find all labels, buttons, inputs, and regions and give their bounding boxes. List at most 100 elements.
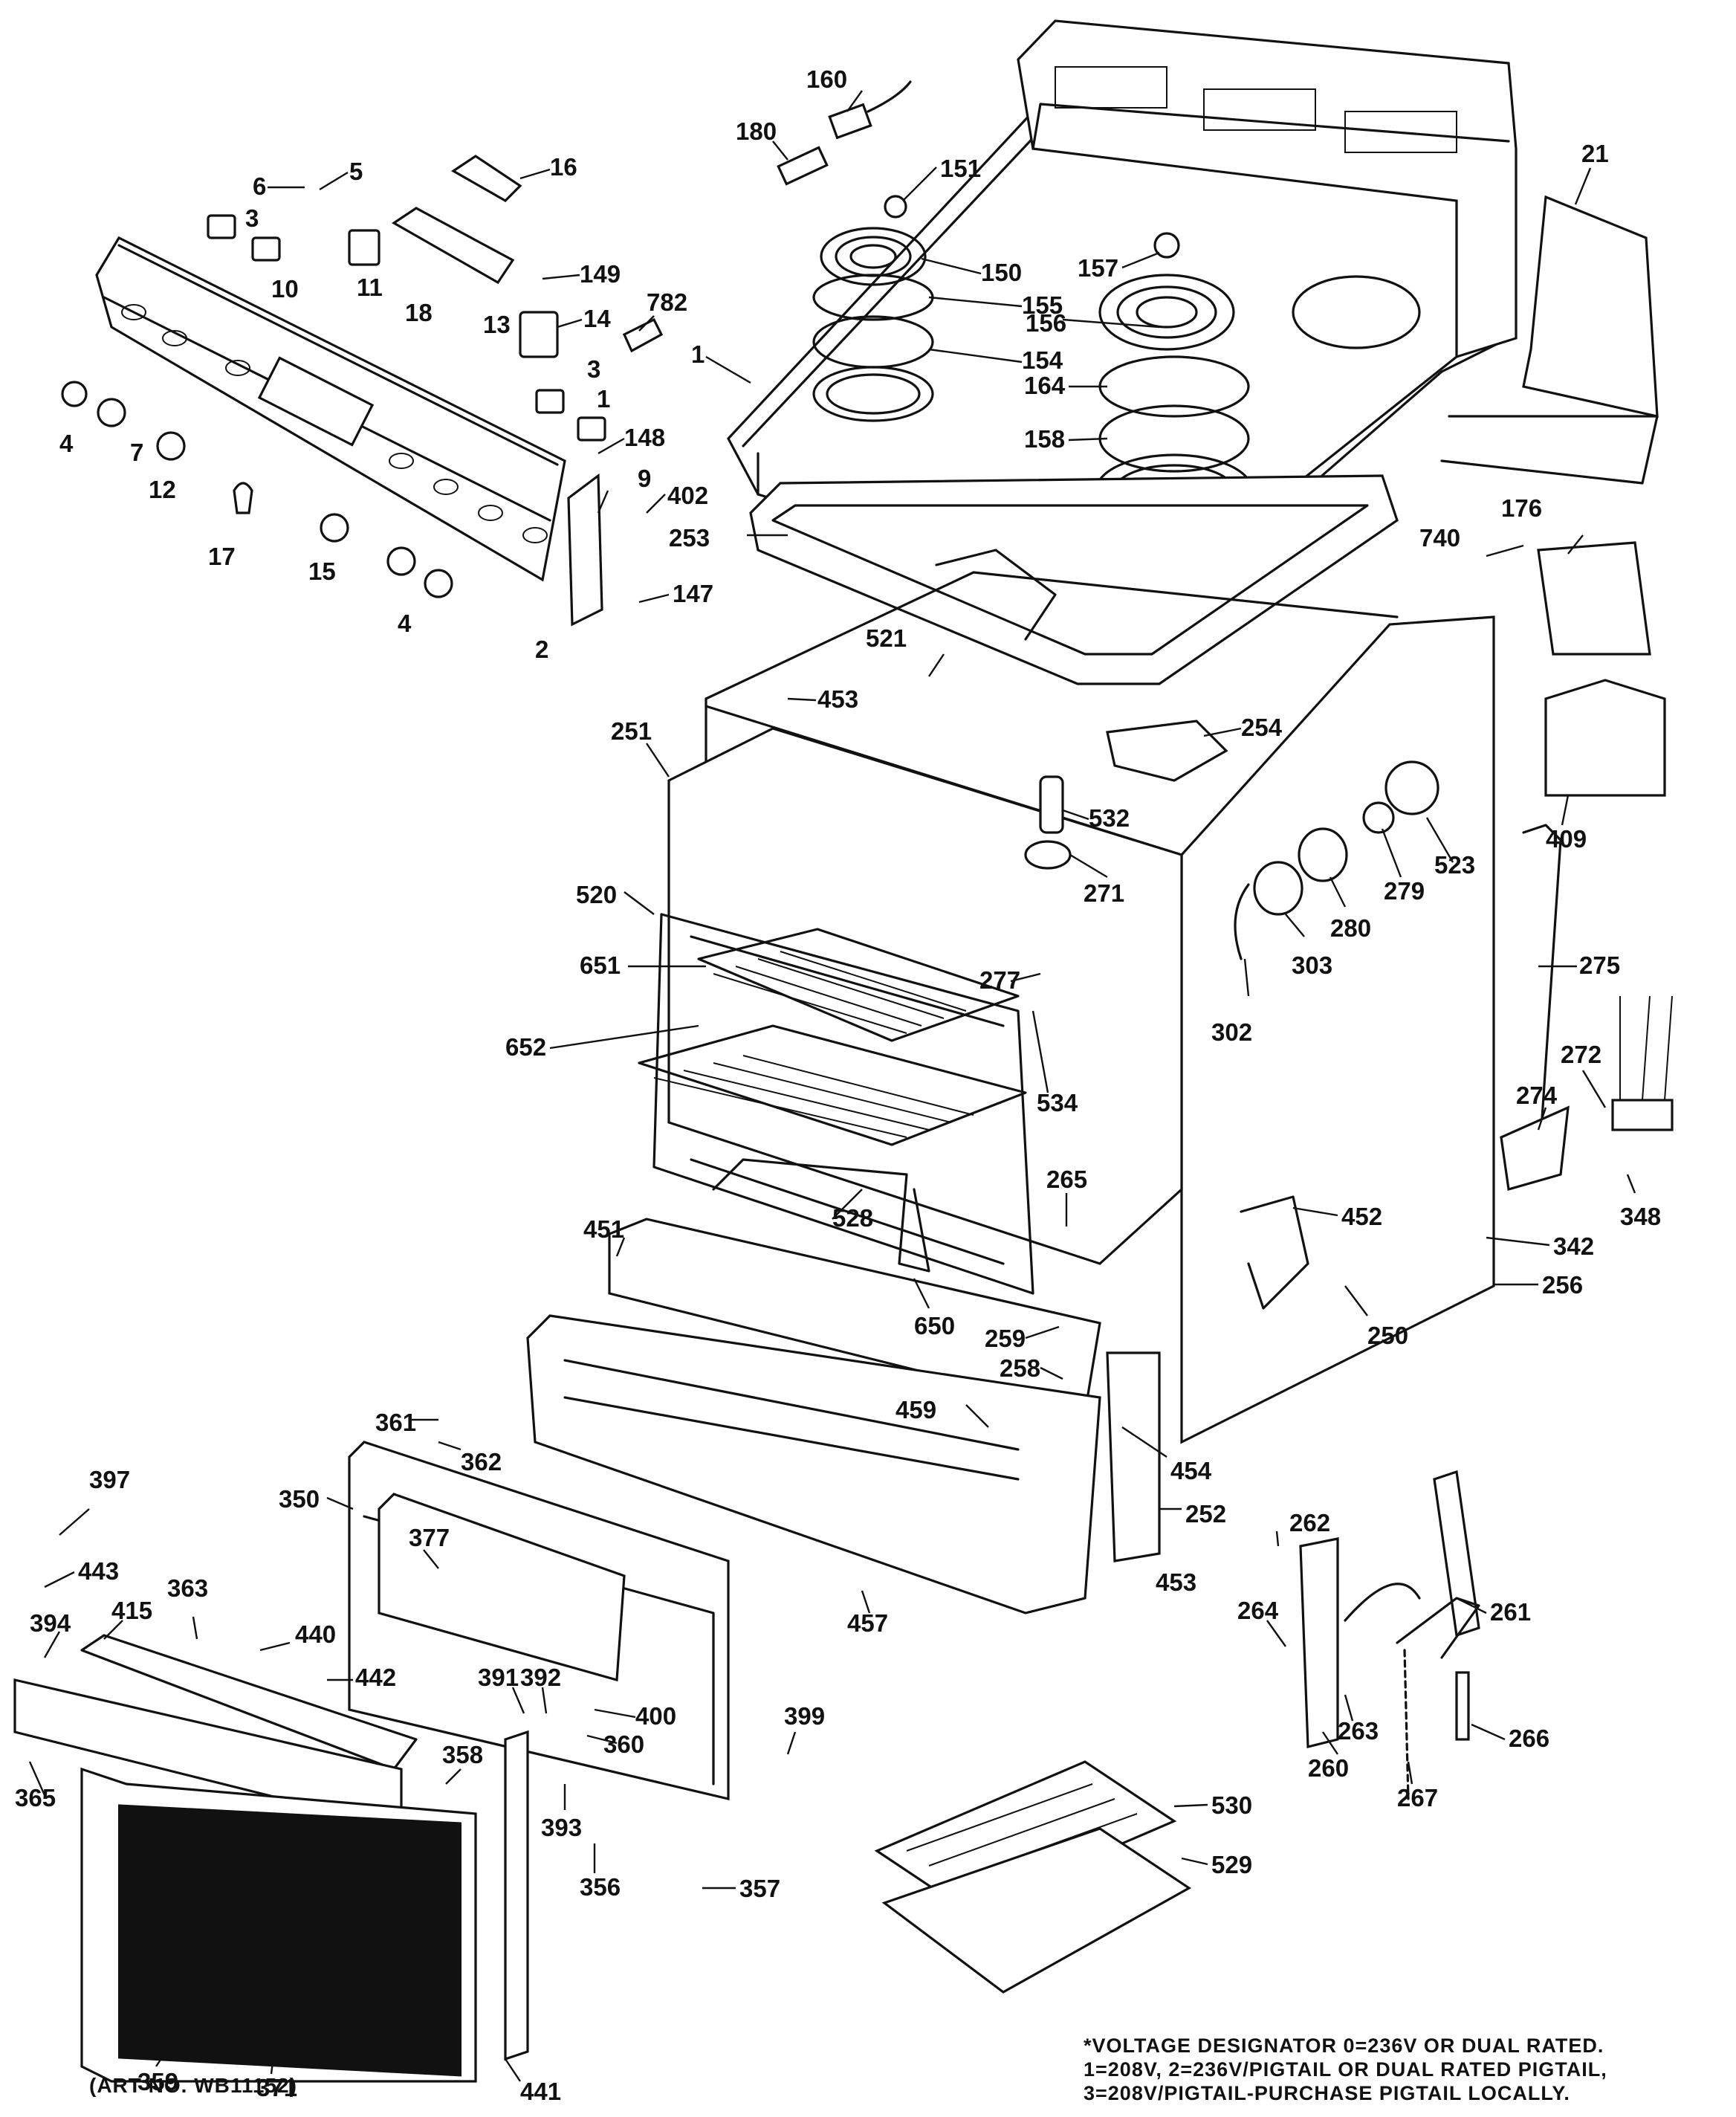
label-397: 397 <box>89 1466 130 1493</box>
label-2: 2 <box>535 636 548 663</box>
side-panel-21 <box>1522 195 1659 418</box>
label-147: 147 <box>673 580 713 607</box>
label-149: 149 <box>580 260 621 288</box>
label-274: 274 <box>1516 1082 1558 1109</box>
part-labels: 160 180 151 150 157 155 156 154 164 158 … <box>15 65 1661 2105</box>
knobs <box>61 381 453 598</box>
label-157: 157 <box>1078 254 1118 282</box>
plug-157 <box>1153 232 1180 259</box>
frame-451 <box>608 1218 1101 1414</box>
label-651: 651 <box>580 951 621 979</box>
label-1: 1 <box>691 340 705 368</box>
label-453: 453 <box>817 685 858 713</box>
label-275: 275 <box>1579 951 1620 979</box>
label-342: 342 <box>1553 1232 1594 1260</box>
label-442: 442 <box>355 1664 396 1691</box>
label-399: 399 <box>784 1702 825 1730</box>
label-303: 303 <box>1292 951 1332 979</box>
label-150: 150 <box>981 259 1022 286</box>
label-160: 160 <box>806 65 847 93</box>
label-363: 363 <box>167 1574 208 1602</box>
label-262: 262 <box>1289 1509 1330 1536</box>
label-267: 267 <box>1397 1784 1438 1811</box>
label-530: 530 <box>1211 1791 1252 1819</box>
label-277: 277 <box>979 966 1020 994</box>
label-362: 362 <box>461 1448 502 1476</box>
label-392: 392 <box>520 1664 561 1691</box>
voltage-note-line-1: *VOLTAGE DESIGNATOR 0=236V OR DUAL RATED… <box>1084 2034 1604 2057</box>
label-394: 394 <box>30 1609 71 1637</box>
label-520: 520 <box>576 881 617 908</box>
terminal-272 <box>1611 1099 1674 1131</box>
bracket-274 <box>1500 1105 1570 1192</box>
label-371: 371 <box>256 2074 297 2101</box>
label-158: 158 <box>1024 425 1065 453</box>
label-254: 254 <box>1241 714 1283 741</box>
label-400: 400 <box>635 1702 676 1730</box>
voltage-designator-note: *VOLTAGE DESIGNATOR 0=236V OR DUAL RATED… <box>1084 2034 1723 2105</box>
label-272: 272 <box>1561 1041 1601 1068</box>
label-14: 14 <box>583 305 611 332</box>
label-12: 12 <box>149 476 176 503</box>
label-263: 263 <box>1338 1717 1379 1745</box>
label-264: 264 <box>1237 1597 1279 1624</box>
lens-523 <box>1384 760 1439 815</box>
label-361: 361 <box>375 1409 416 1436</box>
label-5: 5 <box>349 158 363 185</box>
label-279: 279 <box>1384 877 1425 905</box>
label-358: 358 <box>442 1741 483 1768</box>
oven-racks <box>638 928 1027 1146</box>
cover-303 <box>1253 861 1303 916</box>
label-521: 521 <box>866 624 907 652</box>
label-365: 365 <box>15 1784 56 1811</box>
label-534: 534 <box>1037 1089 1078 1116</box>
label-740: 740 <box>1419 524 1460 552</box>
cover-176 <box>1537 541 1651 656</box>
label-356: 356 <box>580 1873 621 1901</box>
label-377: 377 <box>409 1524 450 1551</box>
label-4b: 4 <box>398 610 412 637</box>
label-258: 258 <box>1000 1354 1040 1382</box>
bake-element-650 <box>712 1158 930 1273</box>
label-393: 393 <box>541 1814 582 1841</box>
label-453b: 453 <box>1156 1568 1196 1596</box>
label-265: 265 <box>1046 1166 1087 1193</box>
bulb-280 <box>1298 827 1348 882</box>
label-443: 443 <box>78 1557 119 1585</box>
label-302: 302 <box>1211 1018 1252 1046</box>
block-409 <box>1544 679 1666 797</box>
label-151: 151 <box>940 155 981 182</box>
label-154: 154 <box>1022 346 1063 374</box>
label-459: 459 <box>895 1396 936 1423</box>
label-523: 523 <box>1434 851 1475 879</box>
label-357: 357 <box>739 1875 780 1902</box>
label-252: 252 <box>1185 1500 1226 1528</box>
lens-16 <box>450 155 522 202</box>
drip-tray-253 <box>749 474 1399 685</box>
label-251: 251 <box>611 717 652 745</box>
control-panel-2 <box>95 236 566 582</box>
label-532: 532 <box>1089 804 1130 832</box>
terminal-block <box>777 80 912 186</box>
part-532 <box>1039 775 1064 834</box>
label-6: 6 <box>253 172 266 200</box>
voltage-note-line-3: 3=208V/PIGTAIL-PURCHASE PIGTAIL LOCALLY. <box>1084 2082 1570 2104</box>
pigtail-wires <box>1619 995 1673 1101</box>
label-266: 266 <box>1509 1725 1549 1752</box>
label-16: 16 <box>550 153 577 181</box>
art-number: (ART NO. WB11152) <box>89 2074 297 2097</box>
leader-lines <box>28 90 1636 2082</box>
label-259: 259 <box>985 1325 1026 1352</box>
label-359: 359 <box>137 2068 178 2095</box>
label-256: 256 <box>1542 1271 1583 1299</box>
label-440: 440 <box>295 1620 336 1648</box>
label-360: 360 <box>603 1730 644 1758</box>
bracket-18 <box>391 207 515 285</box>
label-452: 452 <box>1341 1203 1382 1230</box>
label-176: 176 <box>1501 494 1542 522</box>
label-391: 391 <box>478 1664 519 1691</box>
label-451: 451 <box>583 1215 624 1243</box>
switches <box>207 214 606 442</box>
wire-302 <box>1234 883 1250 960</box>
